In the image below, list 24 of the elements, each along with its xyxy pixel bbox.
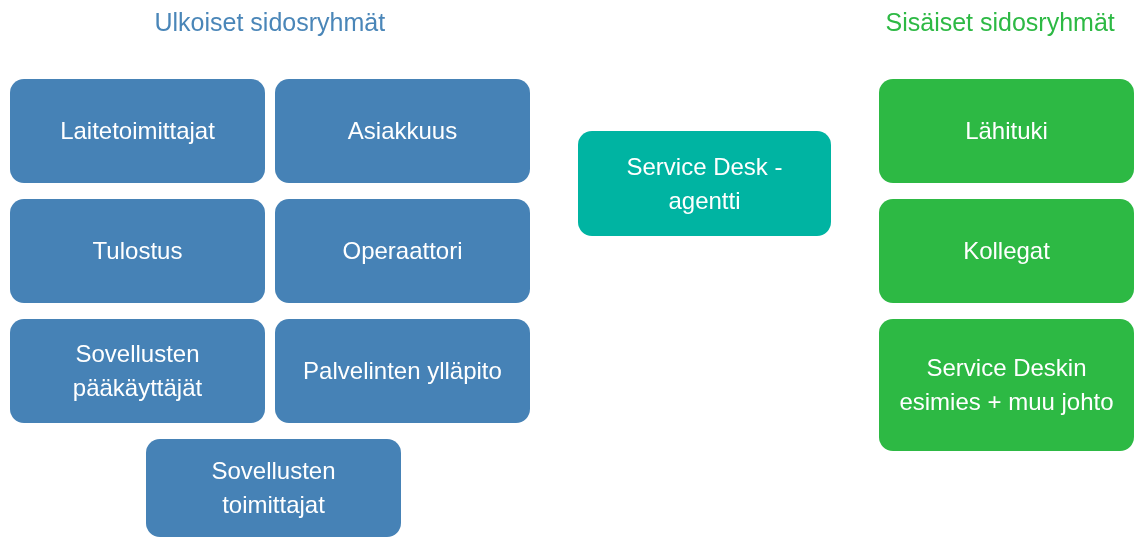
box-label: Sovellusten toimittajat xyxy=(210,456,337,520)
box-label: Lähituki xyxy=(965,116,1048,146)
stakeholder-box xyxy=(578,131,831,236)
box-label: Tulostus xyxy=(92,236,183,266)
stakeholder-box xyxy=(879,319,1134,451)
stakeholder-box xyxy=(275,199,530,303)
box-label: Service Desk - agentti xyxy=(625,151,784,216)
box-label: Kollegat xyxy=(963,236,1050,266)
stakeholder-box xyxy=(275,79,530,183)
stakeholder-box xyxy=(879,79,1134,183)
stakeholder-box xyxy=(146,439,401,537)
group-heading: Sisäiset sidosryhmät xyxy=(885,8,1115,37)
stakeholder-box xyxy=(275,319,530,423)
stakeholder-box xyxy=(10,79,265,183)
stakeholder-box xyxy=(10,199,265,303)
box-label: Laitetoimittajat xyxy=(60,116,215,146)
stakeholder-box xyxy=(879,199,1134,303)
stakeholder-box xyxy=(10,319,265,423)
box-label: Palvelinten ylläpito xyxy=(303,356,502,386)
group-heading: Ulkoiset sidosryhmät xyxy=(154,8,386,37)
box-label: Operaattori xyxy=(342,236,463,266)
box-label: Sovellusten pääkäyttäjät xyxy=(71,339,204,403)
box-label: Service Deskin esimies + muu johto xyxy=(898,353,1115,417)
box-label: Asiakkuus xyxy=(347,116,458,146)
